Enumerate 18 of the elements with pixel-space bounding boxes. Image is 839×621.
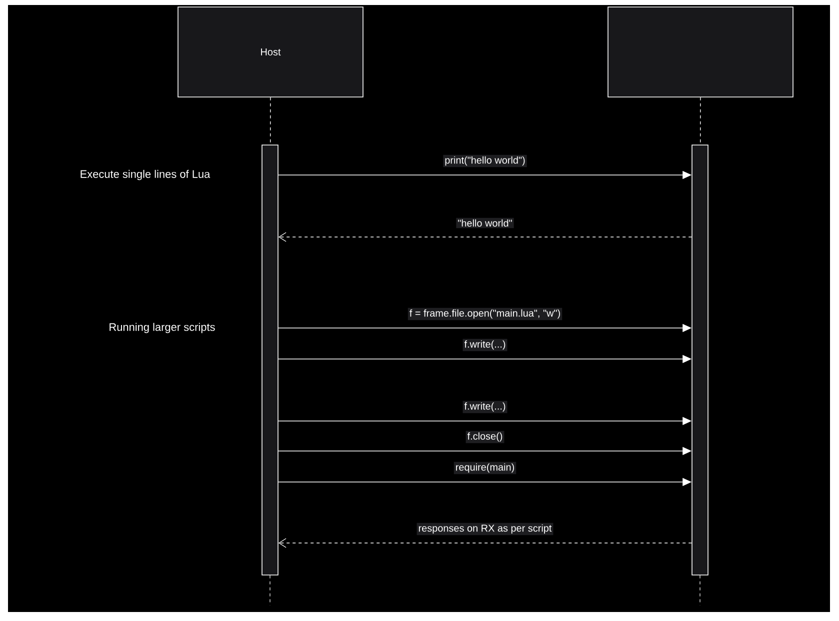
participant-box: Host — [178, 6, 364, 98]
participant-box — [608, 6, 794, 98]
edge-label: f.write(...) — [464, 402, 506, 412]
activation-bar — [262, 144, 278, 576]
edge-label: print("hello world") — [445, 156, 525, 166]
lifeline — [270, 97, 271, 145]
edge-label: f.close() — [467, 432, 502, 442]
edge-label: responses on RX as per script — [418, 524, 552, 534]
section-label: Running larger scripts — [110, 322, 215, 334]
edge-label: require(main) — [456, 463, 514, 473]
edge-label: "hello world" — [458, 219, 512, 227]
message-arrow — [278, 538, 692, 548]
lifeline — [700, 97, 701, 145]
edge-label: f = frame.file.open("main.lua", "w") — [410, 309, 560, 319]
activation-bar — [692, 144, 708, 576]
edge-label: f.write(...) — [464, 340, 506, 350]
section-label: Execute single lines of Lua — [80, 170, 210, 180]
message-arrow — [278, 232, 692, 242]
